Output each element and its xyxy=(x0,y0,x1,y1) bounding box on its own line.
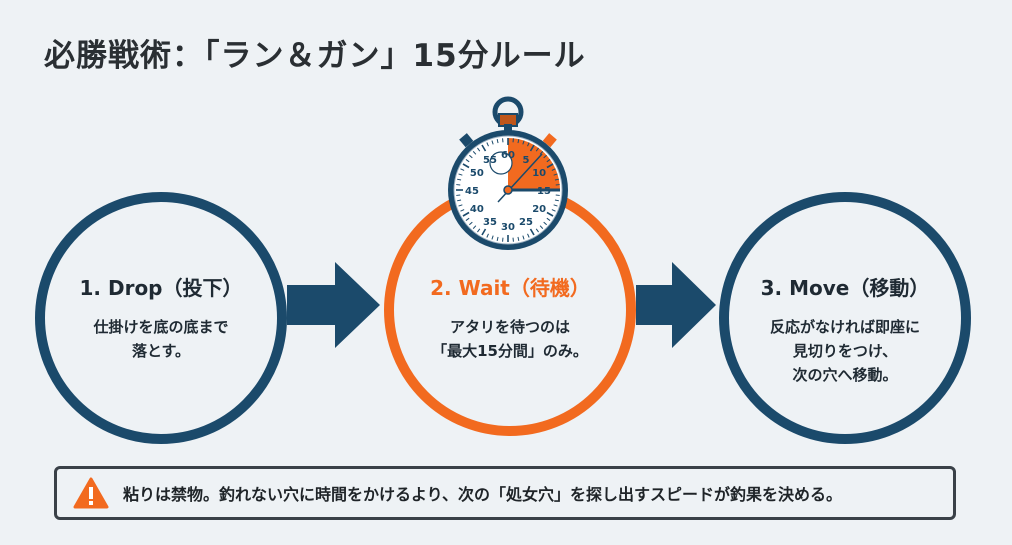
step-move: 3. Move（移動） 反応がなければ即座に 見切りをつけ、 次の穴へ移動。 xyxy=(730,272,960,387)
warning-icon xyxy=(73,477,109,509)
step-line: 次の穴へ移動。 xyxy=(792,366,898,384)
stopwatch-icon: 60510152025303540455055 xyxy=(448,96,568,250)
second-hand xyxy=(497,153,543,203)
dial-label: 25 xyxy=(519,217,533,228)
dial-label: 30 xyxy=(501,222,515,233)
step-circle-move xyxy=(719,192,971,444)
arrow-icon xyxy=(287,262,380,348)
step-circle-drop xyxy=(35,192,287,444)
step-wait: 2. Wait（待機） アタリを待つのは 「最大15分間」のみ。 xyxy=(395,272,625,363)
step-line: 「最大15分間」のみ。 xyxy=(432,342,588,360)
dial-label: 40 xyxy=(470,204,484,215)
page-title: 必勝戦術：「ラン＆ガン」15分ルール xyxy=(44,38,586,74)
dial-label: 50 xyxy=(470,168,484,179)
warning-text: 粘りは禁物。釣れない穴に時間をかけるより、次の「処女穴」を探し出すスピードが釣果… xyxy=(123,485,843,504)
dial-label: 35 xyxy=(483,217,497,228)
step-line: 落とす。 xyxy=(131,342,191,360)
dial-label: 10 xyxy=(532,168,546,179)
step-line: アタリを待つのは xyxy=(449,318,570,336)
step-line: 反応がなければ即座に xyxy=(769,318,920,336)
dial-label: 20 xyxy=(532,204,546,215)
step-heading: 2. Wait（待機） xyxy=(430,276,590,300)
step-line: 仕掛けを底の底まで xyxy=(93,318,229,336)
warning-note: 粘りは禁物。釣れない穴に時間をかけるより、次の「処女穴」を探し出すスピードが釣果… xyxy=(54,466,956,520)
dial-label: 45 xyxy=(465,186,479,197)
step-line: 見切りをつけ、 xyxy=(792,342,898,360)
arrow-icon xyxy=(636,262,716,348)
dial-label: 60 xyxy=(501,150,515,161)
step-drop: 1. Drop（投下） 仕掛けを底の底まで 落とす。 xyxy=(46,272,276,363)
dial-label: 5 xyxy=(523,155,530,166)
step-heading: 1. Drop（投下） xyxy=(79,276,243,300)
dial-label: 55 xyxy=(483,155,497,166)
step-heading: 3. Move（移動） xyxy=(760,276,930,300)
